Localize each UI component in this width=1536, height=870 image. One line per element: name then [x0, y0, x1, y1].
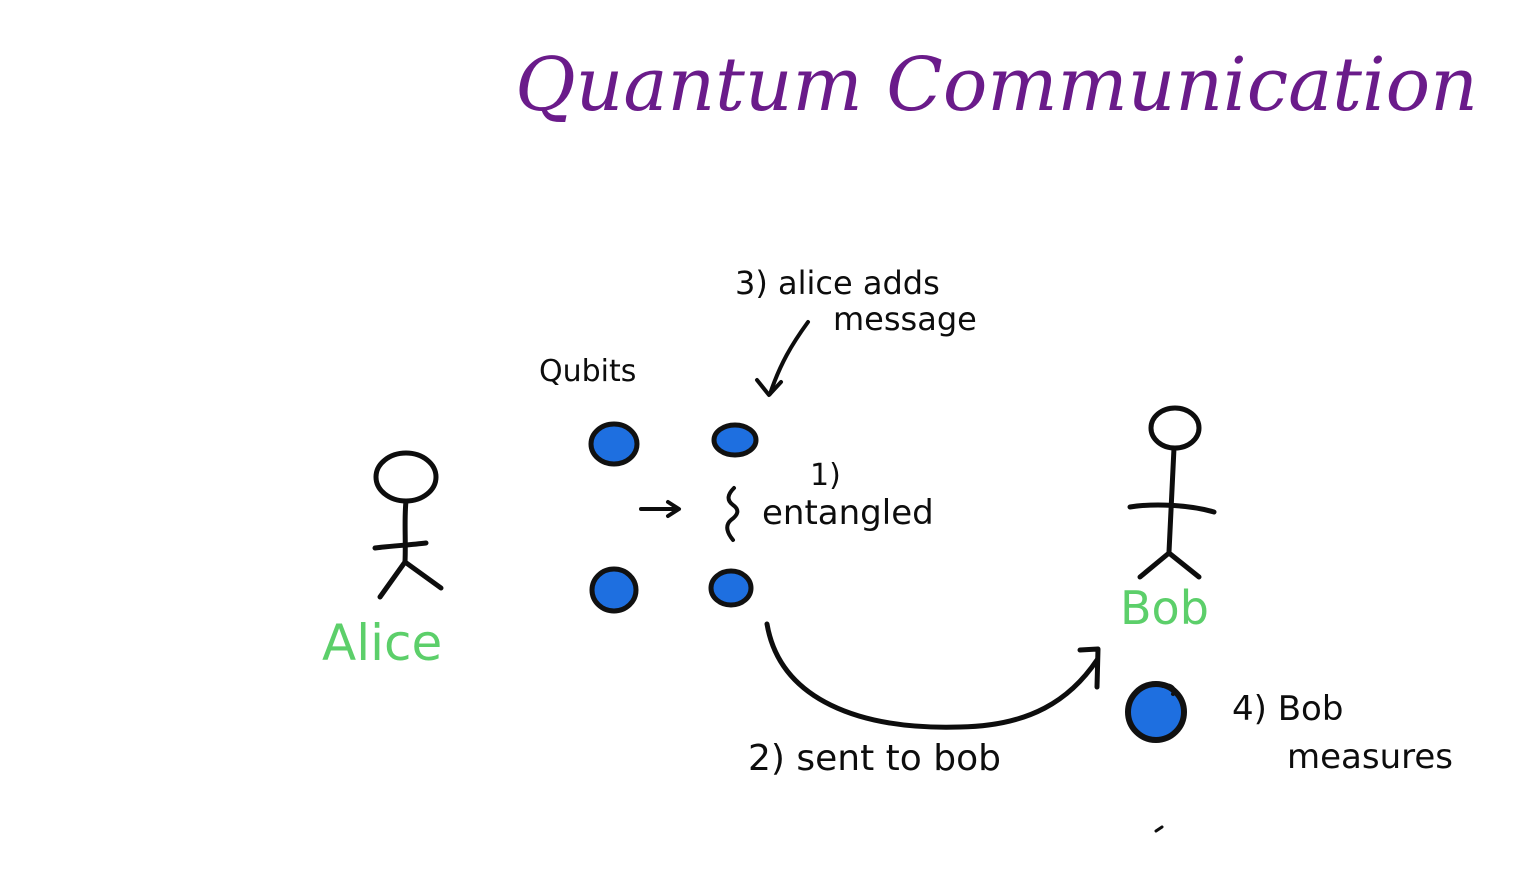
bob-arms: [1127, 502, 1217, 515]
entangle-brace: [725, 486, 740, 542]
qubit-top-left: [588, 421, 640, 467]
step4-line1: 4) Bob: [1232, 689, 1343, 729]
step2-text: 2) sent to bob: [748, 738, 1001, 779]
step3-line2: message: [833, 300, 977, 338]
ink-dot: [1154, 825, 1164, 833]
step4-line2: measures: [1287, 737, 1453, 777]
step3-arrow: [755, 320, 810, 397]
step1-number: 1): [810, 458, 841, 493]
bob-left-leg: [1137, 550, 1172, 580]
step3-line1: 3) alice adds: [735, 264, 940, 302]
qubit-bottom-right: [708, 568, 754, 608]
diagram-title: Quantum Communication: [515, 42, 1478, 128]
alice-arms: [372, 540, 429, 551]
bob-head: [1148, 405, 1202, 451]
bob-right-leg: [1166, 550, 1202, 580]
alice-right-leg: [402, 559, 444, 591]
bob-body: [1166, 445, 1177, 555]
entangle-arrow: [639, 500, 681, 518]
send-arrow: [764, 621, 1101, 730]
alice-figure: [372, 450, 444, 600]
bob-figure: [1127, 405, 1217, 580]
alice-head: [373, 450, 439, 504]
step1-text: entangled: [762, 493, 934, 533]
qubit-bob: [1125, 681, 1187, 743]
qubits-label: Qubits: [539, 354, 636, 389]
alice-left-leg: [377, 559, 408, 600]
bob-label: Bob: [1120, 581, 1209, 635]
qubit-top-right: [711, 422, 759, 458]
alice-label: Alice: [322, 614, 442, 672]
alice-body: [402, 498, 409, 565]
qubit-bottom-left: [589, 566, 639, 614]
